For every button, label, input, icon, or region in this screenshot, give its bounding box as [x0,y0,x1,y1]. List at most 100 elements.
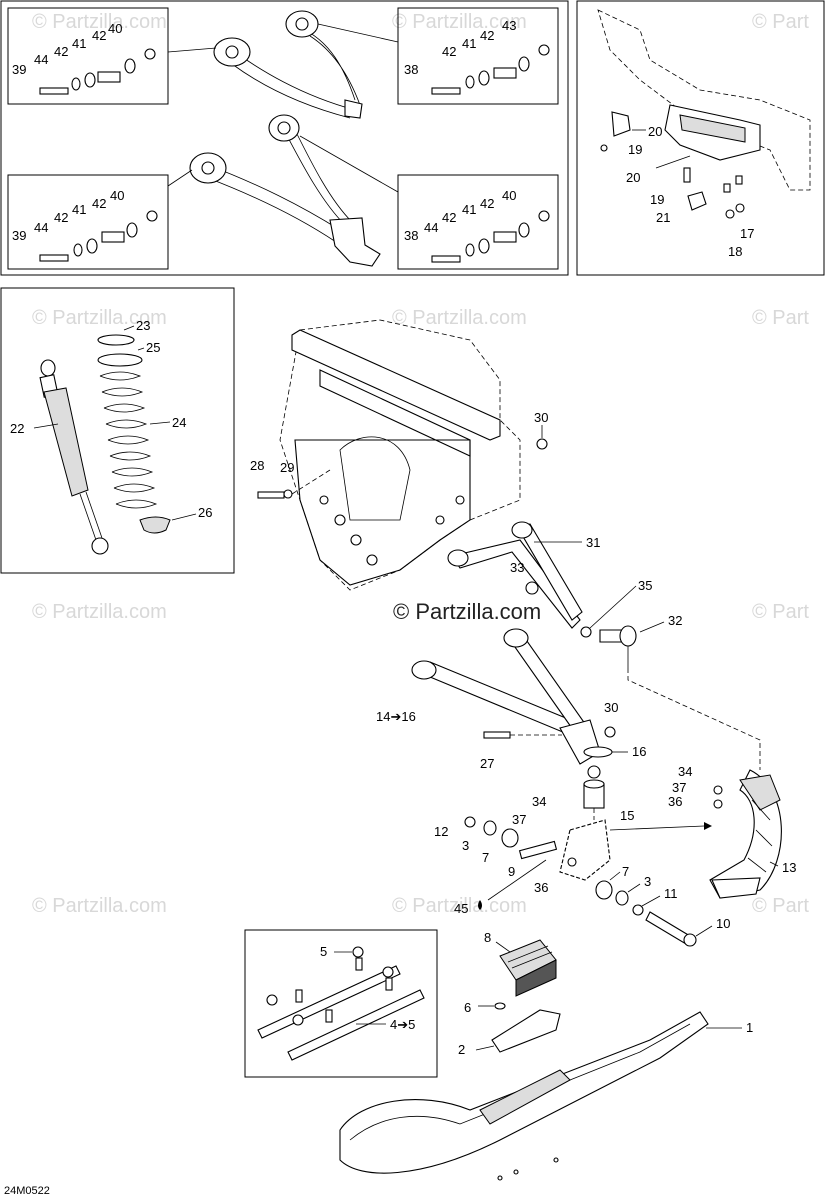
callout-41: 41 [72,202,86,217]
callout-13: 13 [782,860,796,875]
callout-17: 17 [740,226,754,241]
callout-10: 10 [716,916,730,931]
main-assembly: 30 28 29 31 33 35 32 [244,319,796,1181]
callout-39: 39 [12,228,26,243]
callout-37: 37 [672,780,686,795]
watermark: © Part [752,895,809,917]
callout-6: 6 [464,1000,471,1015]
watermark: © Partzilla.com [32,601,167,623]
callout-40: 40 [108,21,122,36]
callout-42: 42 [92,196,106,211]
watermark-main: © Partzilla.com [393,599,541,624]
bracket-panel: 20 19 20 19 21 17 18 [576,0,825,276]
callout-14-16: 14➔16 [376,709,416,724]
callout-45: 45 [454,901,468,916]
callout-5: 5 [320,944,327,959]
callout-1: 1 [746,1020,753,1035]
callout-8: 8 [484,930,491,945]
spindle [709,769,782,899]
callout-26: 26 [198,505,212,520]
shock-panel: 23 25 24 22 26 [0,287,235,574]
callout-42: 42 [480,196,494,211]
callout-33: 33 [510,560,524,575]
callout-32: 32 [668,613,682,628]
callout-39: 39 [12,62,26,77]
callout-44: 44 [34,52,48,67]
watermark: © Partzilla.com [32,11,167,33]
watermark: © Partzilla.com [392,895,527,917]
watermark: © Partzilla.com [32,895,167,917]
shock-absorber [39,359,109,555]
callout-20: 20 [626,170,640,185]
callout-11: 11 [664,886,678,901]
coil-spring [97,334,171,534]
callout-42: 42 [92,28,106,43]
frame-holes [319,495,465,566]
upper-a-arm: 31 33 [447,521,600,629]
callout-29: 29 [280,460,294,475]
callout-34: 34 [532,794,546,809]
callout-36: 36 [668,794,682,809]
callout-40: 40 [502,188,516,203]
callout-31: 31 [586,535,600,550]
callout-3: 3 [462,838,469,853]
callout-43: 43 [502,18,516,33]
callout-7: 7 [622,864,629,879]
ball-joint [583,765,605,809]
watermark: © Partzilla.com [392,307,527,329]
callout-23: 23 [136,318,150,333]
callout-38: 38 [404,228,418,243]
bushing-kit-lower-right: 40 42 41 42 44 38 [404,188,550,263]
callout-41: 41 [462,36,476,51]
bushing-kit-upper-left: 40 42 41 42 44 39 [12,21,156,95]
callout-3: 3 [644,874,651,889]
lower-a-arm: 14➔16 [376,628,601,765]
watermark: © Part [752,307,809,329]
callout-42: 42 [442,44,456,59]
callout-16: 16 [632,744,646,759]
callout-42: 42 [54,210,68,225]
callout-41: 41 [462,202,476,217]
callout-36: 36 [534,880,548,895]
callout-19: 19 [650,192,664,207]
callout-19: 19 [628,142,642,157]
callout-15: 15 [620,808,634,823]
callout-42: 42 [480,28,494,43]
watermarks: © Partzilla.com © Partzilla.com © Part ©… [32,11,809,917]
callout-38: 38 [404,62,418,77]
callout-42: 42 [54,44,68,59]
callout-27: 27 [480,756,494,771]
diagram-code: 24M0522 [4,1185,50,1197]
callout-34: 34 [678,764,692,779]
callout-21: 21 [656,210,670,225]
callout-30: 30 [534,410,548,425]
callout-7: 7 [482,850,489,865]
callout-22: 22 [10,421,24,436]
bushing-kit-lower-left: 40 42 41 42 44 39 [12,188,158,262]
callout-20: 20 [648,124,662,139]
callout-2: 2 [458,1042,465,1057]
callout-37: 37 [512,812,526,827]
watermark: © Partzilla.com [392,11,527,33]
callout-40: 40 [110,188,124,203]
watermark: © Part [752,601,809,623]
callout-41: 41 [72,36,86,51]
callout-9: 9 [508,864,515,879]
callout-30: 30 [604,700,618,715]
callout-12: 12 [434,824,448,839]
callout-25: 25 [146,340,160,355]
callout-44: 44 [424,220,438,235]
callout-44: 44 [34,220,48,235]
callout-42: 42 [442,210,456,225]
wear-pad [499,939,557,997]
runner-inset: 5 4➔5 [244,929,438,1078]
watermark: © Partzilla.com [32,307,167,329]
bushing-kit-upper-right: 43 42 41 42 38 [404,18,550,95]
callout-24: 24 [172,415,186,430]
callout-28: 28 [250,458,264,473]
callout-4-5: 4➔5 [390,1017,415,1032]
callout-18: 18 [728,244,742,259]
a-arm-panel: 40 42 41 42 44 39 43 42 41 42 38 [0,0,569,276]
loctite-drop-icon [478,900,482,910]
